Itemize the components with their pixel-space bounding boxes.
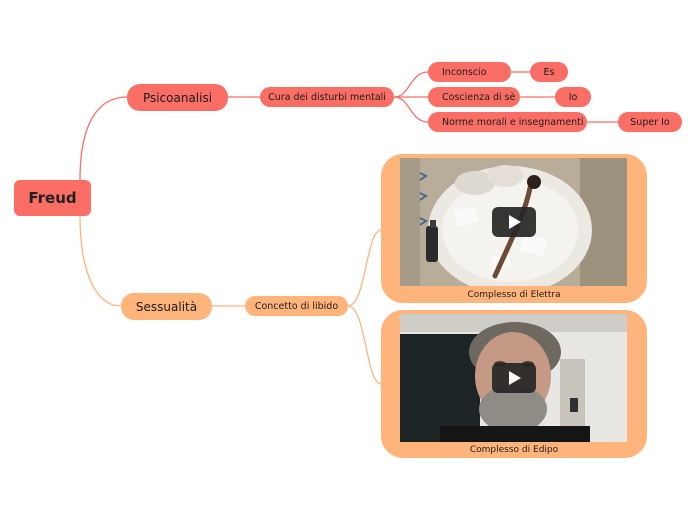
node-cura-disturbi-mentali[interactable]: Cura dei disturbi mentali	[260, 87, 394, 107]
video-card-edipo[interactable]: Complesso di Edipo	[381, 310, 647, 458]
node-sessualita-label: Sessualità	[135, 299, 198, 314]
node-concetto-label: Concetto di libido	[254, 300, 339, 312]
play-icon[interactable]	[491, 207, 536, 237]
video-thumbnail-elettra[interactable]	[400, 158, 627, 286]
node-inconscio-label: Inconscio	[442, 66, 487, 78]
video-caption-edipo: Complesso di Edipo	[469, 445, 559, 455]
node-norme-label: Norme morali e insegnamenti	[442, 116, 584, 128]
node-coscienza-di-se[interactable]: Coscienza di sè	[428, 87, 520, 107]
root-node-freud[interactable]: Freud	[14, 180, 91, 216]
node-super-io-label: Super Io	[630, 116, 670, 128]
node-io[interactable]: Io	[555, 87, 591, 107]
video-caption-elettra: Complesso di Elettra	[467, 290, 561, 300]
node-psicoanalisi[interactable]: Psicoanalisi	[127, 84, 228, 111]
node-psicoanalisi-label: Psicoanalisi	[142, 90, 213, 105]
node-cura-label: Cura dei disturbi mentali	[268, 91, 386, 103]
node-concetto-di-libido[interactable]: Concetto di libido	[245, 296, 348, 316]
play-icon[interactable]	[491, 363, 536, 393]
node-es-label: Es	[543, 66, 555, 78]
video-card-elettra[interactable]: Complesso di Elettra	[381, 154, 647, 303]
root-label: Freud	[28, 189, 77, 207]
node-es[interactable]: Es	[530, 62, 568, 82]
video-thumbnail-edipo[interactable]	[400, 314, 627, 442]
node-sessualita[interactable]: Sessualità	[121, 293, 212, 320]
node-norme-morali[interactable]: Norme morali e insegnamenti	[428, 112, 587, 132]
node-super-io[interactable]: Super Io	[618, 112, 682, 132]
node-io-label: Io	[568, 91, 578, 103]
node-inconscio[interactable]: Inconscio	[428, 62, 511, 82]
man-face-image	[400, 314, 627, 442]
node-coscienza-label: Coscienza di sè	[442, 91, 516, 103]
